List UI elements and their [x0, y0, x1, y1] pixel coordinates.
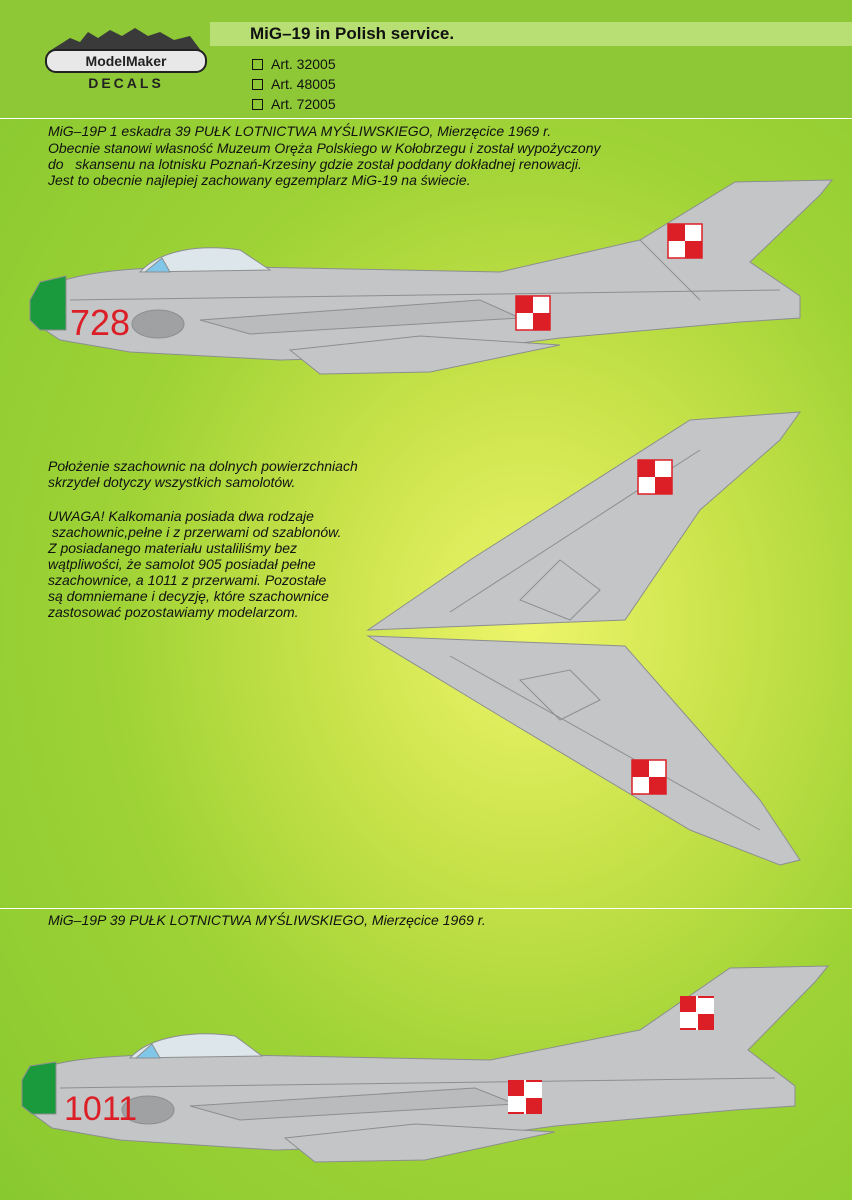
warning-line: Z posiadanego materiału ustaliliśmy bez: [48, 540, 298, 556]
aircraft1-description-line: do skansenu na lotnisku Poznań-Krzesiny …: [48, 156, 582, 172]
checkbox-icon[interactable]: [252, 58, 263, 70]
warning-line: szachownic,pełne i z przerwami od szablo…: [48, 524, 342, 540]
checkbox-icon[interactable]: [252, 78, 263, 90]
aircraft1-description-line: Obecnie stanowi własność Muzeum Oręża Po…: [48, 140, 601, 156]
checkbox-icon[interactable]: [252, 98, 263, 110]
svg-text:ModelMaker: ModelMaker: [86, 53, 167, 69]
wing-note-line: skrzydeł dotyczy wszystkich samolotów.: [48, 474, 296, 490]
aircraft2-caption: MiG–19P 39 PUŁK LOTNICTWA MYŚLIWSKIEGO, …: [48, 912, 486, 928]
aircraft1-caption: MiG–19P 1 eskadra 39 PUŁK LOTNICTWA MYŚL…: [48, 123, 552, 139]
divider: [0, 908, 852, 909]
warning-line: zastosować pozostawiamy modelarzom.: [48, 604, 299, 620]
checkerboard-icon: [637, 459, 673, 495]
article-item[interactable]: Art. 32005: [252, 54, 336, 74]
article-item[interactable]: Art. 72005: [252, 94, 336, 114]
article-item[interactable]: Art. 48005: [252, 74, 336, 94]
warning-line: UWAGA! Kalkomania posiada dwa rodzaje: [48, 508, 314, 524]
aircraft2-number: 1011: [64, 1090, 137, 1128]
aircraft1-side-view: [29, 179, 834, 375]
modelmaker-logo: ModelMaker DECALS: [45, 28, 207, 91]
wing-note-line: Położenie szachownic na dolnych powierzc…: [48, 458, 358, 474]
title-bar: [210, 22, 852, 46]
checkerboard-icon: [680, 996, 714, 1030]
aircraft2-side-view: [21, 965, 830, 1163]
checkerboard-icon: [515, 295, 551, 331]
page-title: MiG–19 in Polish service.: [250, 24, 455, 43]
aircraft1-number: 728: [70, 302, 130, 343]
divider: [0, 118, 852, 119]
checkerboard-icon: [667, 223, 703, 259]
warning-line: są domniemane i decyzję, które szachowni…: [48, 588, 329, 604]
svg-text:DECALS: DECALS: [88, 75, 164, 91]
checkerboard-icon: [631, 759, 667, 795]
warning-line: wątpliwości, że samolot 905 posiadał peł…: [48, 556, 316, 572]
warning-line: szachownice, a 1011 z przerwami. Pozosta…: [48, 572, 327, 588]
wing-underside-view: [366, 411, 802, 866]
article-list: Art. 32005 Art. 48005 Art. 72005: [252, 54, 336, 114]
aircraft1-description-line: Jest to obecnie najlepiej zachowany egze…: [48, 172, 471, 188]
checkerboard-icon: [508, 1080, 542, 1114]
